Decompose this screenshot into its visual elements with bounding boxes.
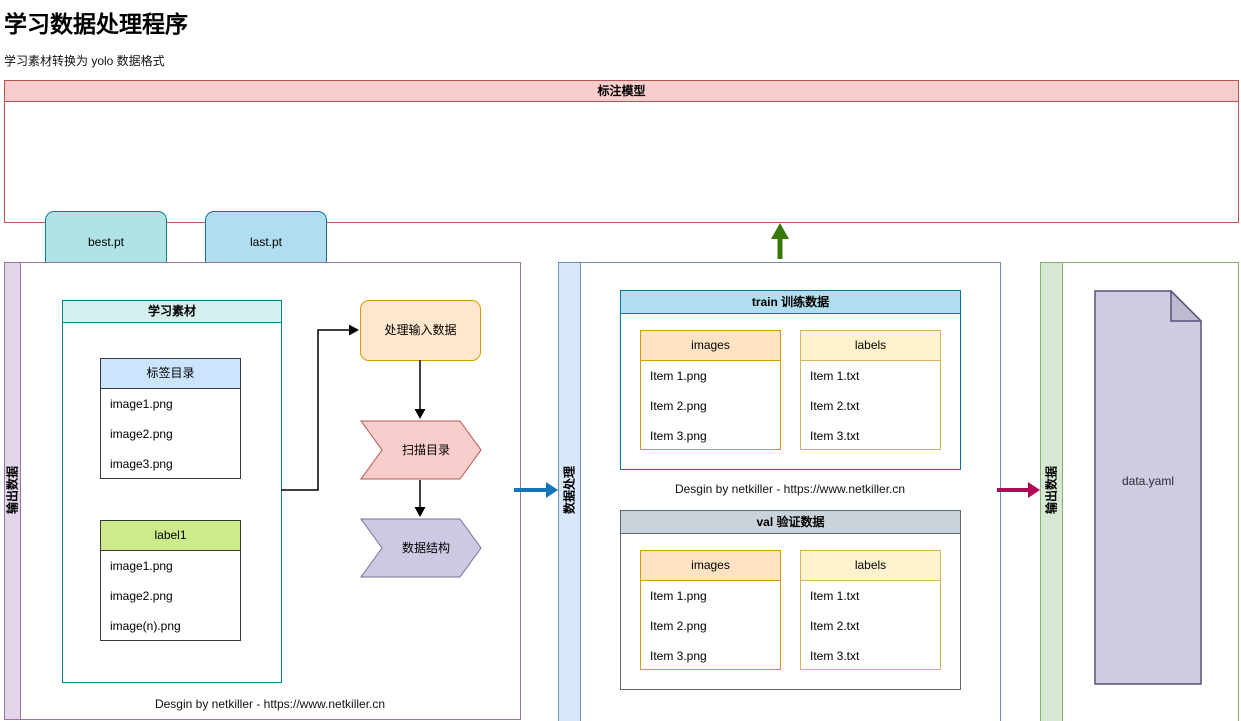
list-item: Item 2.txt <box>810 399 860 413</box>
left-swimlane-label: 输出数据 <box>5 465 20 515</box>
train-images-box[interactable]: images Item 1.png Item 2.png Item 3.png <box>640 330 781 450</box>
note-shape <box>1094 289 1203 685</box>
list-item: image2.png <box>110 427 173 441</box>
data-yaml-label: data.yaml <box>1121 474 1175 488</box>
data-struct-node[interactable]: 数据结构 <box>360 518 482 578</box>
list-item: Item 1.txt <box>810 589 860 603</box>
label1-box[interactable]: label1 image1.png image2.png image(n).pn… <box>100 520 241 641</box>
best-pt-label: best.pt <box>87 235 125 249</box>
list-item: Item 1.png <box>650 369 707 383</box>
scan-dir-node[interactable]: 扫描目录 <box>360 420 482 480</box>
list-item: image2.png <box>110 589 173 603</box>
val-data-title: val 验证数据 <box>621 511 960 534</box>
step-arrow-shape <box>360 518 482 578</box>
data-yaml-node[interactable]: data.yaml <box>1094 289 1203 685</box>
list-item: Item 3.png <box>650 649 707 663</box>
arrowhead-right <box>546 482 558 498</box>
list-item: Item 2.txt <box>810 619 860 633</box>
last-pt-label: last.pt <box>249 235 282 249</box>
scan-dir-label: 扫描目录 <box>401 443 450 457</box>
left-credit-text: Desgin by netkiller - https://www.netkil… <box>154 697 386 711</box>
list-item: image(n).png <box>110 619 181 633</box>
label-dir-title: 标签目录 <box>101 359 240 389</box>
val-images-title: images <box>641 551 780 581</box>
train-images-title: images <box>641 331 780 361</box>
process-input-node[interactable]: 处理输入数据 <box>360 300 481 361</box>
page-subtitle: 学习素材转换为 yolo 数据格式 <box>4 54 165 68</box>
label-dir-box[interactable]: 标签目录 image1.png image2.png image3.png <box>100 358 241 479</box>
page-title: 学习数据处理程序 <box>4 11 188 37</box>
list-item: image1.png <box>110 397 173 411</box>
annotation-model-container[interactable]: 标注模型 best.pt last.pt <box>4 80 1239 273</box>
train-data-title: train 训练数据 <box>621 291 960 314</box>
list-item: Item 1.txt <box>810 369 860 383</box>
list-item: image1.png <box>110 559 173 573</box>
process-input-label: 处理输入数据 <box>384 323 457 337</box>
arrowhead-right <box>1028 482 1040 498</box>
right-swimlane-label: 输出数据 <box>1044 465 1059 515</box>
list-item: Item 3.png <box>650 429 707 443</box>
list-item: Item 2.png <box>650 619 707 633</box>
middle-swimlane-label: 数据处理 <box>562 465 577 515</box>
val-images-box[interactable]: images Item 1.png Item 2.png Item 3.png <box>640 550 781 670</box>
list-item: Item 3.txt <box>810 429 860 443</box>
annotation-model-title: 标注模型 <box>5 81 1238 102</box>
right-swimlane-strip <box>1041 263 1063 721</box>
learning-material-title: 学习素材 <box>63 301 281 323</box>
list-item: Item 3.txt <box>810 649 860 663</box>
middle-credit-text: Desgin by netkiller - https://www.netkil… <box>674 482 906 496</box>
val-labels-box[interactable]: labels Item 1.txt Item 2.txt Item 3.txt <box>800 550 941 670</box>
list-item: image3.png <box>110 457 173 471</box>
label1-title: label1 <box>101 521 240 551</box>
data-struct-label: 数据结构 <box>401 541 450 555</box>
train-labels-box[interactable]: labels Item 1.txt Item 2.txt Item 3.txt <box>800 330 941 450</box>
list-item: Item 2.png <box>650 399 707 413</box>
arrowhead-up <box>771 223 789 239</box>
step-arrow-shape <box>360 420 482 480</box>
list-item: Item 1.png <box>650 589 707 603</box>
middle-swimlane-strip <box>559 263 581 721</box>
val-labels-title: labels <box>801 551 940 581</box>
train-labels-title: labels <box>801 331 940 361</box>
left-swimlane-strip <box>5 263 21 719</box>
